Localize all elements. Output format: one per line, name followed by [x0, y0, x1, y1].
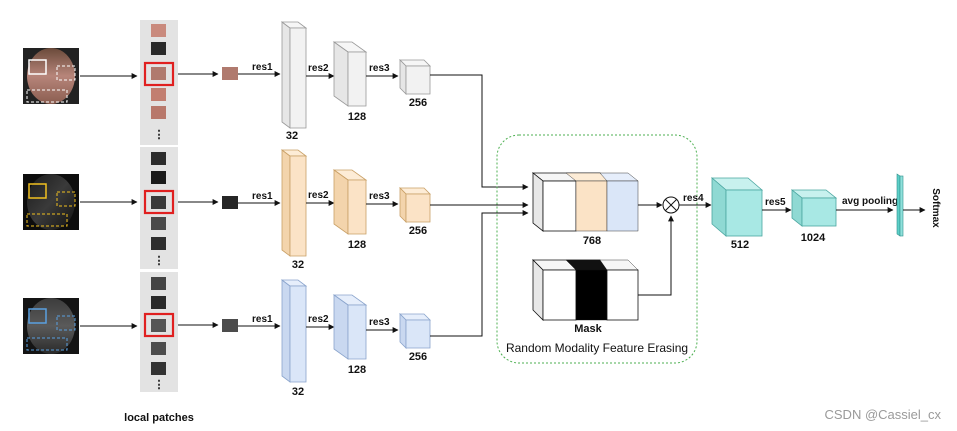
block-256-ir — [399, 313, 431, 349]
face-image-depth — [23, 174, 79, 230]
block-128-ir — [332, 294, 368, 360]
fusion-group-border — [496, 134, 698, 364]
channels-32-rgb: 32 — [286, 130, 298, 142]
softmax-label: Softmax — [930, 188, 941, 228]
block-1024 — [790, 189, 838, 227]
res2-label-rgb: res2 — [308, 63, 329, 74]
svg-text:⋮: ⋮ — [154, 129, 165, 141]
channels-128-depth: 128 — [348, 239, 366, 251]
face-image-ir — [23, 298, 79, 354]
selected-patch-rgb — [222, 67, 238, 80]
row-rgb: ⋮ res1 32 res2 128 res3 256 — [23, 20, 529, 190]
res2-label-ir: res2 — [308, 314, 329, 325]
channels-32-ir: 32 — [292, 386, 304, 398]
block-32-rgb — [280, 21, 308, 129]
svg-text:⋮: ⋮ — [154, 255, 165, 267]
watermark: CSDN @Cassiel_cx — [825, 407, 942, 422]
svg-text:⋮: ⋮ — [154, 379, 165, 391]
pooled-vector — [896, 173, 904, 237]
face-image-rgb — [23, 48, 79, 104]
block-256-depth — [399, 187, 431, 223]
channels-1024: 1024 — [801, 232, 826, 244]
res1-label-ir: res1 — [252, 314, 273, 325]
concat-feature-768 — [531, 172, 639, 232]
patch-strip-ir: ⋮ — [140, 272, 178, 392]
head: res4 512 res5 1024 avg pooling Softmax — [679, 173, 941, 251]
res3-label-ir: res3 — [369, 317, 390, 328]
block-128-depth — [332, 169, 368, 235]
block-32-ir — [280, 279, 308, 383]
local-patches-caption: local patches — [124, 412, 194, 424]
res3-label-depth: res3 — [369, 191, 390, 202]
patch-strip-depth: ⋮ — [140, 147, 178, 269]
channels-128-ir: 128 — [348, 364, 366, 376]
res3-label-rgb: res3 — [369, 63, 390, 74]
multiply-node-icon — [662, 196, 680, 214]
mask-block — [532, 259, 639, 321]
block-512 — [710, 177, 764, 237]
res4-label: res4 — [683, 193, 704, 204]
channels-256-depth: 256 — [409, 225, 427, 237]
channels-128-rgb: 128 — [348, 111, 366, 123]
channels-768: 768 — [583, 235, 601, 247]
channels-512: 512 — [731, 239, 749, 251]
row-ir: ⋮ res1 32 res2 128 res3 256 — [23, 210, 529, 398]
patch-strip-rgb: ⋮ — [140, 20, 178, 145]
avg-pooling-label: avg pooling — [842, 196, 898, 207]
res5-label: res5 — [765, 197, 786, 208]
fusion-module-title: Random Modality Feature Erasing — [506, 341, 688, 355]
row-depth: ⋮ res1 32 res2 128 res3 256 — [23, 147, 529, 271]
mask-label: Mask — [574, 323, 602, 335]
channels-256-rgb: 256 — [409, 97, 427, 109]
selected-patch-ir — [222, 319, 238, 332]
selected-patch-depth — [222, 196, 238, 209]
block-128-rgb — [332, 41, 368, 107]
block-32-depth — [280, 149, 308, 257]
channels-256-ir: 256 — [409, 351, 427, 363]
channels-32-depth: 32 — [292, 259, 304, 271]
res1-label-depth: res1 — [252, 191, 273, 202]
res1-label-rgb: res1 — [252, 62, 273, 73]
block-256-rgb — [399, 59, 431, 95]
fusion-module: 768 Mask Random Modality Feature Erasing — [496, 134, 698, 364]
res2-label-depth: res2 — [308, 190, 329, 201]
